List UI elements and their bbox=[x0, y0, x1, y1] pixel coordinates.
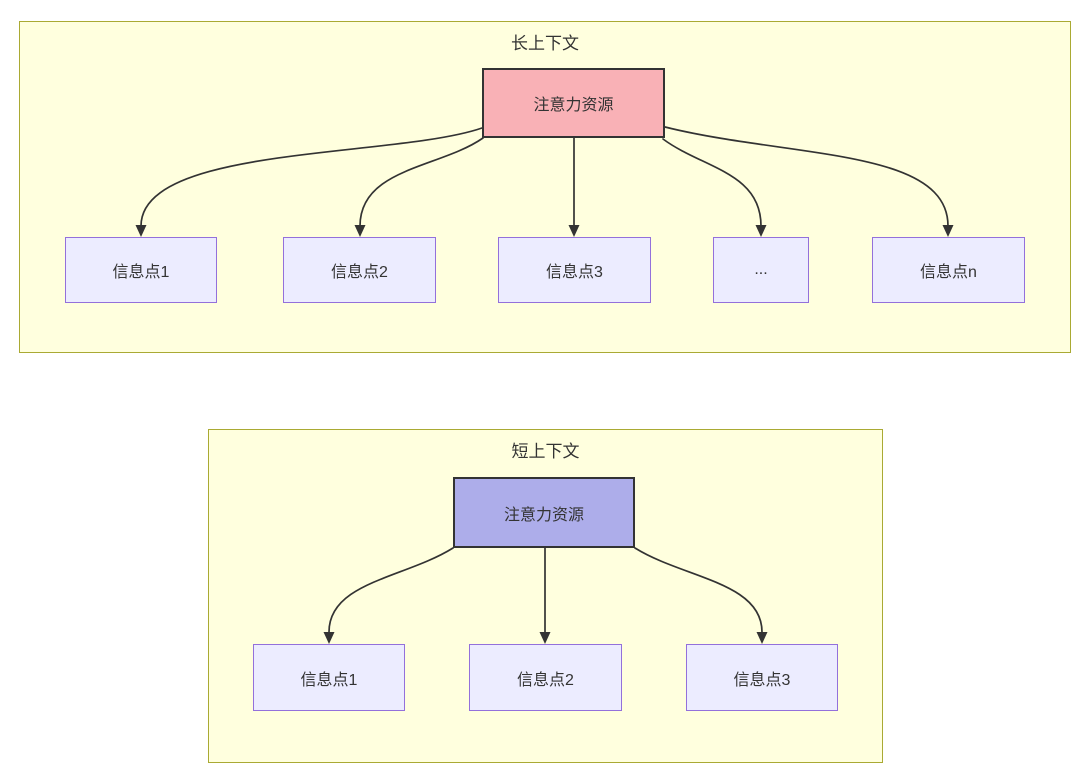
node-attention-resource-long: 注意力资源 bbox=[482, 68, 665, 138]
node-info-point-ellipsis-long: ... bbox=[713, 237, 809, 303]
node-info-point-3-long: 信息点3 bbox=[498, 237, 651, 303]
node-info-point-2-short: 信息点2 bbox=[469, 644, 622, 711]
node-info-point-n-long: 信息点n bbox=[872, 237, 1025, 303]
node-info-point-2-long: 信息点2 bbox=[283, 237, 436, 303]
cluster-short-context-title: 短上下文 bbox=[511, 442, 580, 461]
node-info-point-1-long: 信息点1 bbox=[65, 237, 217, 303]
cluster-long-context-title: 长上下文 bbox=[511, 34, 579, 53]
node-attention-resource-short: 注意力资源 bbox=[453, 477, 635, 548]
node-info-point-3-short: 信息点3 bbox=[686, 644, 838, 711]
node-info-point-1-short: 信息点1 bbox=[253, 644, 405, 711]
